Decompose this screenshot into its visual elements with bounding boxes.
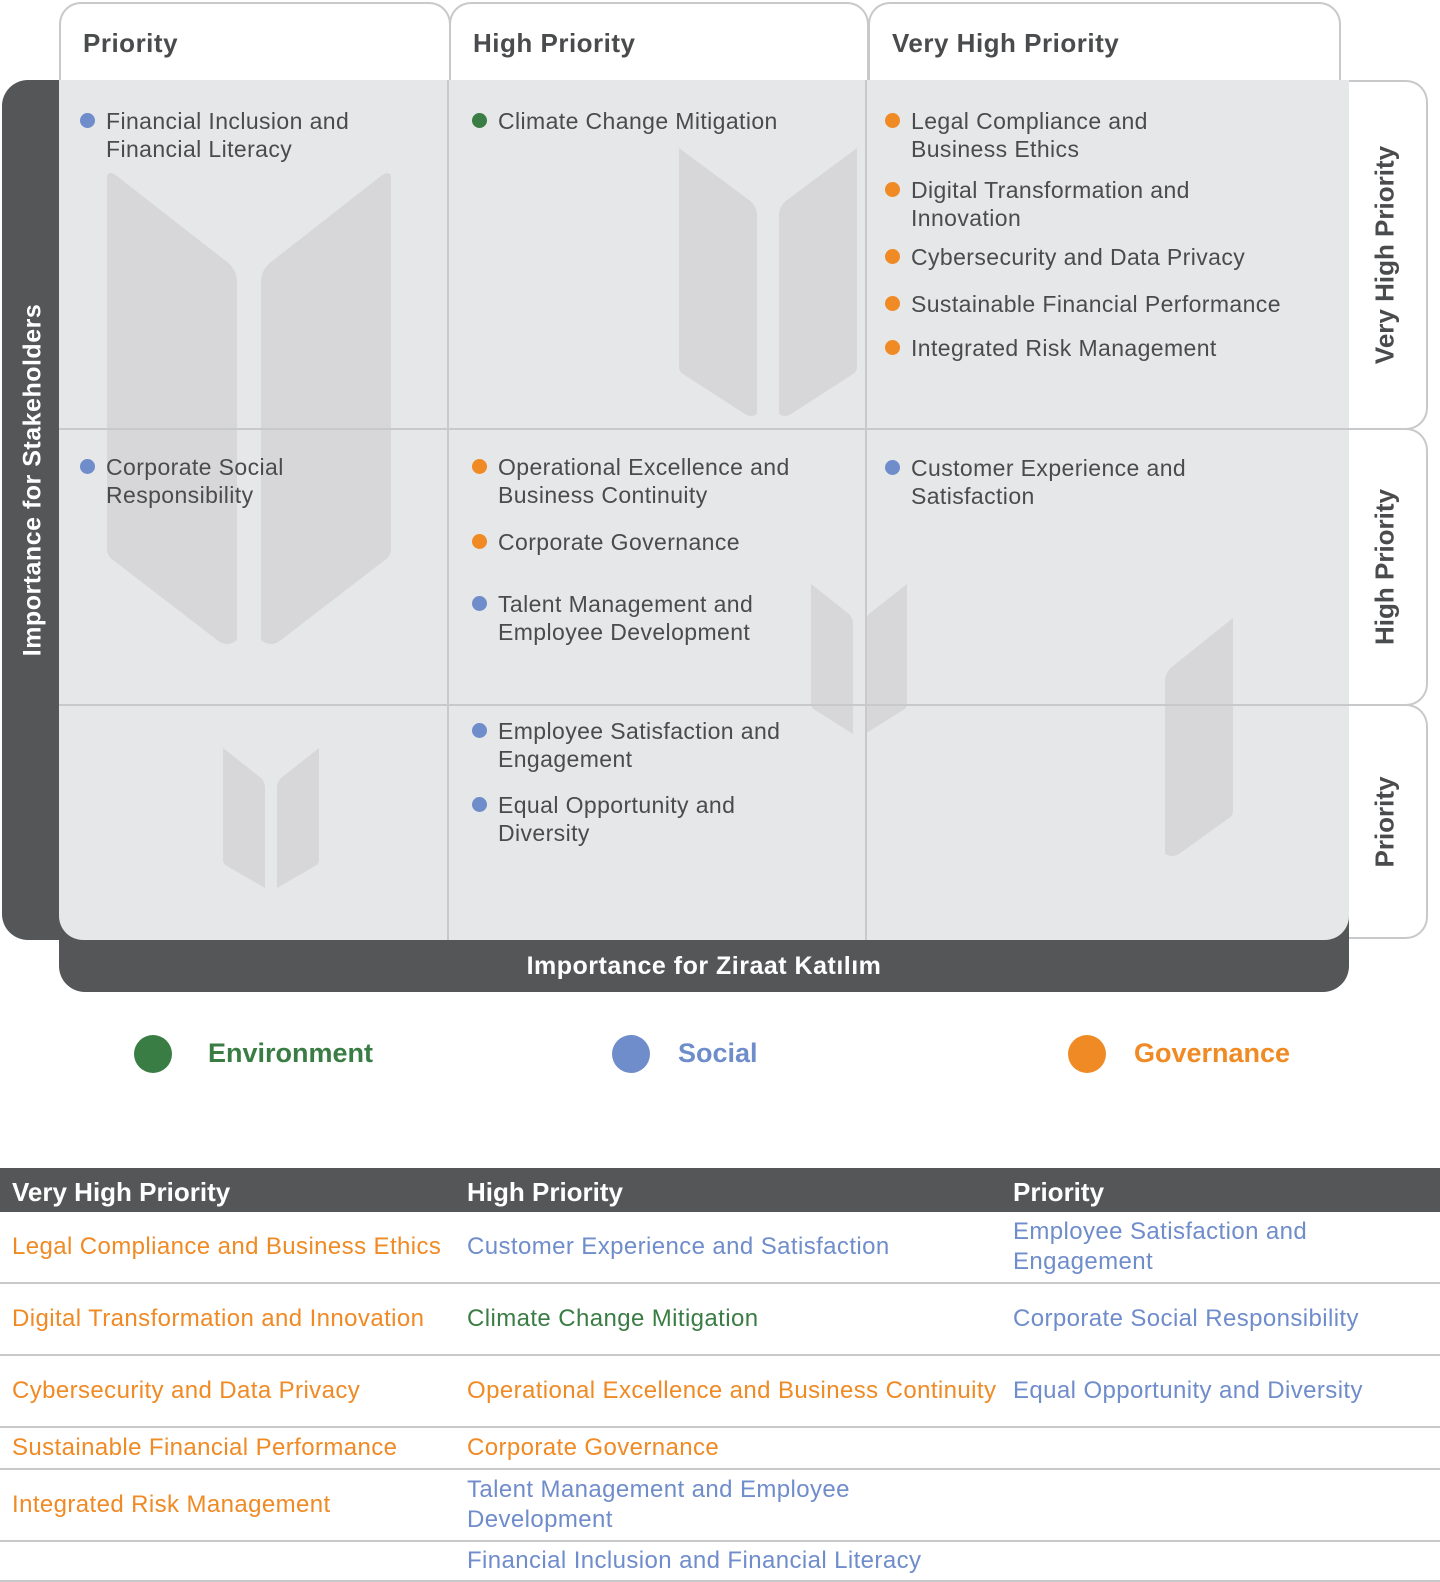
table-cell: Sustainable Financial Performance bbox=[12, 1434, 398, 1461]
table-cell bbox=[1013, 1542, 1433, 1580]
table-cell: Corporate Social Responsibility bbox=[1013, 1305, 1359, 1332]
row-header-label: Very High Priority bbox=[1369, 145, 1400, 365]
table-row: Cybersecurity and Data Privacy Operation… bbox=[0, 1356, 1440, 1428]
matrix-item-label: Integrated Risk Management bbox=[911, 335, 1217, 361]
governance-dot-icon bbox=[472, 459, 487, 474]
table-row: Financial Inclusion and Financial Litera… bbox=[0, 1542, 1440, 1582]
table-row: Sustainable Financial Performance Corpor… bbox=[0, 1428, 1440, 1470]
matrix-item: Corporate Social Responsibility bbox=[80, 453, 366, 509]
social-dot-icon bbox=[472, 596, 487, 611]
table-cell: Talent Management and Employee Developme… bbox=[467, 1476, 850, 1533]
table-cell: Legal Compliance and Business Ethics bbox=[12, 1233, 442, 1260]
matrix-item-label: Financial Inclusion and Financial Litera… bbox=[106, 108, 350, 162]
social-dot-icon bbox=[885, 460, 900, 475]
column-header-priority: Priority bbox=[59, 2, 451, 90]
watermark-logo-right bbox=[1165, 618, 1233, 856]
matrix-item-label: Legal Compliance and Business Ethics bbox=[911, 108, 1148, 162]
governance-dot-icon bbox=[472, 534, 487, 549]
matrix-item: Sustainable Financial Performance bbox=[885, 290, 1341, 318]
matrix-item: Digital Transformation and Innovation bbox=[885, 176, 1241, 232]
governance-dot-icon bbox=[885, 182, 900, 197]
matrix-item: Climate Change Mitigation bbox=[472, 107, 858, 135]
watermark-logo-large bbox=[107, 173, 391, 644]
grid-divider-horizontal bbox=[59, 704, 1349, 706]
column-header-label: Priority bbox=[83, 28, 179, 58]
table-cell bbox=[1013, 1470, 1433, 1540]
matrix-item-label: Operational Excellence and Business Cont… bbox=[498, 454, 790, 508]
legend-label-governance: Governance bbox=[1134, 1038, 1291, 1068]
legend-label-social: Social bbox=[678, 1038, 758, 1068]
environment-dot-icon bbox=[134, 1035, 172, 1073]
matrix-item-label: Employee Satisfaction and Engagement bbox=[498, 718, 781, 772]
matrix-item-label: Customer Experience and Satisfaction bbox=[911, 455, 1187, 509]
social-dot-icon bbox=[80, 113, 95, 128]
matrix-item: Legal Compliance and Business Ethics bbox=[885, 107, 1211, 163]
table-cell: Financial Inclusion and Financial Litera… bbox=[467, 1547, 922, 1574]
column-header-label: Very High Priority bbox=[892, 28, 1120, 58]
matrix-item: Operational Excellence and Business Cont… bbox=[472, 453, 808, 509]
table-header-cell: Very High Priority bbox=[12, 1177, 231, 1207]
column-header-very-high-priority: Very High Priority bbox=[868, 2, 1341, 90]
matrix-item-label: Sustainable Financial Performance bbox=[911, 291, 1281, 317]
grid-divider-vertical bbox=[447, 80, 449, 940]
table-row: Integrated Risk Management Talent Manage… bbox=[0, 1470, 1440, 1542]
x-axis-title: Importance for Ziraat Katılım bbox=[526, 952, 882, 980]
table-row: Legal Compliance and Business Ethics Cus… bbox=[0, 1212, 1440, 1284]
table-header: Very High Priority High Priority Priorit… bbox=[0, 1168, 1440, 1212]
watermark-logo-bottom bbox=[223, 748, 319, 888]
table-cell: Corporate Governance bbox=[467, 1434, 720, 1461]
matrix-item-label: Climate Change Mitigation bbox=[498, 108, 778, 134]
matrix-item-label: Cybersecurity and Data Privacy bbox=[911, 244, 1246, 270]
table-row: Digital Transformation and Innovation Cl… bbox=[0, 1284, 1440, 1356]
matrix-item: Customer Experience and Satisfaction bbox=[885, 454, 1241, 510]
table-header-cell: High Priority bbox=[467, 1177, 624, 1207]
y-axis-title: Importance for Stakeholders bbox=[18, 303, 47, 657]
matrix-item: Employee Satisfaction and Engagement bbox=[472, 717, 828, 773]
table-cell: Cybersecurity and Data Privacy bbox=[12, 1377, 361, 1404]
social-dot-icon bbox=[612, 1035, 650, 1073]
table-cell: Equal Opportunity and Diversity bbox=[1013, 1377, 1363, 1404]
social-dot-icon bbox=[80, 459, 95, 474]
matrix-grid bbox=[59, 80, 1349, 940]
matrix-item-label: Talent Management and Employee Developme… bbox=[498, 591, 754, 645]
environment-dot-icon bbox=[472, 113, 487, 128]
row-header-label: Priority bbox=[1369, 775, 1400, 868]
column-header-high-priority: High Priority bbox=[449, 2, 869, 90]
matrix-item-label: Equal Opportunity and Diversity bbox=[498, 792, 736, 846]
matrix-item: Financial Inclusion and Financial Litera… bbox=[80, 107, 406, 163]
matrix-item-label: Digital Transformation and Innovation bbox=[911, 177, 1190, 231]
table-cell: Digital Transformation and Innovation bbox=[12, 1305, 425, 1332]
governance-dot-icon bbox=[885, 340, 900, 355]
table-cell: Employee Satisfaction and Engagement bbox=[1013, 1218, 1308, 1275]
table-cell: Operational Excellence and Business Cont… bbox=[467, 1377, 997, 1404]
table-header-cell: Priority bbox=[1013, 1177, 1105, 1207]
table-cell bbox=[1013, 1428, 1433, 1468]
matrix-item-label: Corporate Social Responsibility bbox=[106, 454, 284, 508]
matrix-item-label: Corporate Governance bbox=[498, 529, 740, 555]
table-cell: Customer Experience and Satisfaction bbox=[467, 1233, 890, 1260]
table-cell: Integrated Risk Management bbox=[12, 1491, 331, 1518]
governance-dot-icon bbox=[885, 296, 900, 311]
table-cell: Climate Change Mitigation bbox=[467, 1305, 759, 1332]
governance-dot-icon bbox=[885, 249, 900, 264]
social-dot-icon bbox=[472, 797, 487, 812]
matrix-item: Talent Management and Employee Developme… bbox=[472, 590, 818, 646]
grid-divider-horizontal bbox=[59, 428, 1349, 430]
governance-dot-icon bbox=[1068, 1035, 1106, 1073]
grid-divider-vertical bbox=[865, 80, 867, 940]
column-header-label: High Priority bbox=[473, 28, 636, 58]
row-header-label: High Priority bbox=[1369, 488, 1400, 646]
matrix-item: Integrated Risk Management bbox=[885, 334, 1331, 362]
table-cell bbox=[12, 1542, 442, 1580]
matrix-item: Corporate Governance bbox=[472, 528, 828, 556]
watermark-logo-small bbox=[811, 584, 907, 734]
matrix-item: Cybersecurity and Data Privacy bbox=[885, 243, 1331, 271]
governance-dot-icon bbox=[885, 113, 900, 128]
social-dot-icon bbox=[472, 723, 487, 738]
watermark-logo-medium bbox=[679, 148, 857, 416]
matrix-item: Equal Opportunity and Diversity bbox=[472, 791, 798, 847]
legend-label-environment: Environment bbox=[208, 1038, 374, 1068]
